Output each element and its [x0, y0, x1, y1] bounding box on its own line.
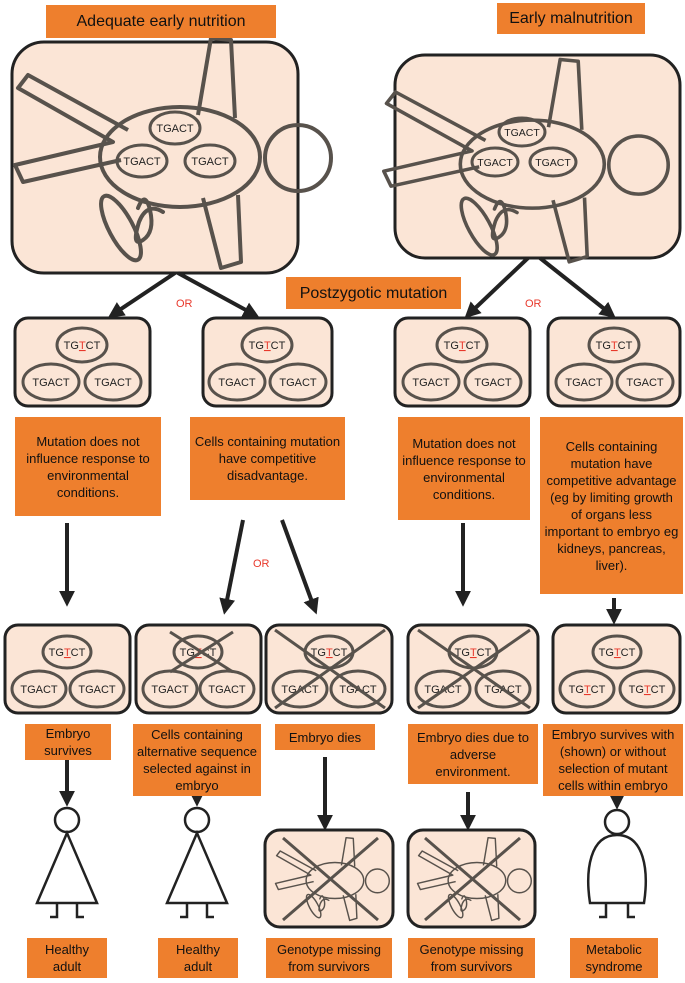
advantage-label: Cells containing mutation have competiti…: [540, 417, 683, 594]
mutant-sequence-label: TGTCT: [599, 647, 636, 659]
sequence-label: TGACT: [626, 377, 664, 389]
adequate-embryo-panel: TGACT TGACT TGACT: [10, 36, 333, 275]
dead-embryo-panel: [263, 828, 395, 929]
malnutrition-embryo-panel: TGACT TGACT TGACT: [381, 53, 682, 264]
metabolic-syndrome-figure: [587, 808, 647, 919]
sequence-label: TGACT: [94, 377, 132, 389]
sequence-label: TGACT: [504, 127, 540, 139]
or-label: OR: [253, 558, 270, 570]
sequence-label: TGACT: [156, 123, 194, 135]
cell-panel: TGTCT TGACT TGACT: [393, 316, 532, 408]
sequence-label: TGACT: [32, 377, 70, 389]
cross-mark: [169, 630, 234, 674]
cell-panel: TGTCT TGACT TGACT: [13, 316, 152, 408]
flow-arrows: [59, 256, 625, 831]
mutant-sequence-label: TGTCT: [249, 340, 286, 352]
survives-with-label: Embryo survives with (shown) or without …: [543, 724, 683, 796]
healthy-adult-label: Healthy adult: [27, 938, 107, 978]
sequence-label: TGACT: [191, 156, 229, 168]
cross-mark: [274, 628, 386, 710]
or-label: OR: [176, 298, 193, 310]
selected-against-label: Cells containing alternative sequence se…: [133, 724, 261, 796]
sequence-label: TGACT: [151, 684, 189, 696]
healthy-adult-label: Healthy adult: [158, 938, 238, 978]
sequence-label: TGACT: [123, 156, 161, 168]
embryo-survives-label: Embryo survives: [25, 724, 111, 760]
sequence-label: TGACT: [208, 684, 246, 696]
sequence-label: TGACT: [20, 684, 58, 696]
healthy-adult-figure: [165, 806, 229, 919]
metabolic-syndrome-label: Metabolic syndrome: [570, 938, 658, 978]
postzygotic-mutation-label: Postzygotic mutation: [286, 277, 461, 309]
no-influence-label: Mutation does not influence response to …: [15, 417, 161, 516]
mutant-sequence-label: TGTCT: [49, 647, 86, 659]
adequate-nutrition-label: Adequate early nutrition: [46, 5, 276, 38]
healthy-adult-figure: [35, 806, 99, 919]
malnutrition-label: Early malnutrition: [497, 3, 645, 34]
sequence-label: TGACT: [477, 157, 513, 169]
cell-panel: TGTCT TGACT TGACT: [406, 623, 540, 715]
sequence-label: TGACT: [474, 377, 512, 389]
genotype-missing-label: Genotype missing from survivors: [266, 938, 392, 978]
mutant-sequence-label: TGTCT: [569, 684, 606, 696]
cell-panel: TGTCT TGACT TGACT: [201, 316, 334, 408]
cell-panel: TGTCT TGACT TGACT: [3, 623, 132, 715]
sequence-label: TGACT: [565, 377, 603, 389]
sequence-label: TGACT: [218, 377, 256, 389]
mutant-sequence-label: TGTCT: [64, 340, 101, 352]
sequence-label: TGACT: [279, 377, 317, 389]
mutant-sequence-label: TGTCT: [444, 340, 481, 352]
dies-adverse-label: Embryo dies due to adverse environment.: [408, 724, 538, 784]
sequence-label: TGACT: [78, 684, 116, 696]
sequence-label: TGACT: [535, 157, 571, 169]
cell-panel: TGTCT TGACT TGACT: [134, 623, 263, 715]
cross-mark: [417, 628, 531, 710]
disadvantage-label: Cells containing mutation have competiti…: [190, 417, 345, 500]
mutant-sequence-label: TGTCT: [596, 340, 633, 352]
sequence-label: TGACT: [412, 377, 450, 389]
mutant-sequence-label: TGTCT: [311, 647, 348, 659]
genotype-missing-label: Genotype missing from survivors: [408, 938, 535, 978]
no-influence-label: Mutation does not influence response to …: [398, 417, 530, 520]
cell-panel: TGTCT TGTCT TGTCT: [551, 623, 682, 715]
cell-panel: TGTCT TGACT TGACT: [264, 623, 394, 715]
or-label: OR: [525, 298, 542, 310]
dead-embryo-panel: [406, 828, 537, 929]
cell-panel: TGTCT TGACT TGACT: [546, 316, 682, 408]
mutant-sequence-label: TGTCT: [629, 684, 666, 696]
mutant-sequence-label: TGTCT: [455, 647, 492, 659]
embryo-dies-label: Embryo dies: [275, 724, 375, 750]
